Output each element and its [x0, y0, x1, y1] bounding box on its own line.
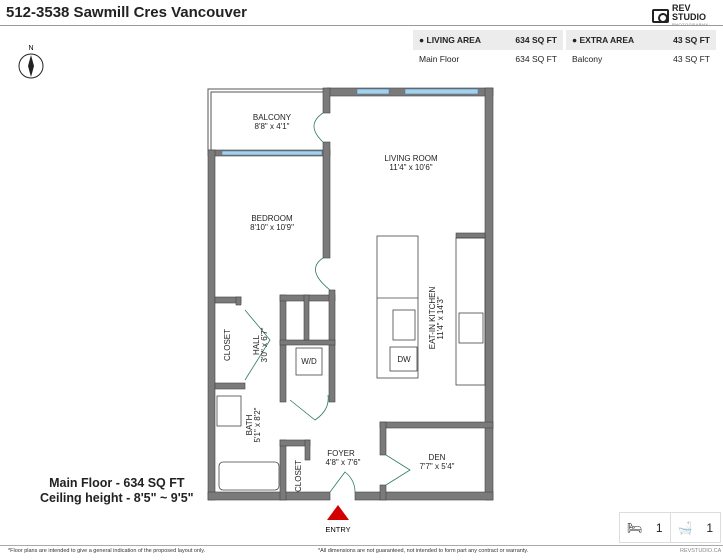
footer-disclaimer-left: *Floor plans are intended to give a gene…: [8, 548, 206, 554]
sink: [392, 309, 416, 341]
room-label-living: LIVING ROOM: [384, 154, 438, 163]
entry-label: ENTRY: [325, 525, 350, 534]
bath-sink: [216, 395, 242, 427]
bathtub-icon: 🛁: [677, 520, 693, 535]
washer-dryer-label: W/D: [301, 357, 317, 366]
bathroom-count: 1: [706, 520, 714, 535]
extra-area-heading: ● EXTRA AREA: [572, 35, 635, 45]
room-label-bedroom: BEDROOM: [251, 214, 293, 223]
room-dim-bedroom: 8'10" x 10'9": [250, 223, 294, 232]
kitchen-counter: [455, 237, 486, 386]
bathtub: [218, 461, 280, 491]
room-dim-foyer: 4'8" x 7'6": [326, 458, 361, 467]
room-counts: 🛏 1 🛁 1: [619, 512, 721, 543]
header-divider: [0, 25, 723, 26]
living-area-table: ● LIVING AREA 634 SQ FT Main Floor 634 SQ …: [413, 30, 563, 68]
ceiling-height: Ceiling height - 8'5" ~ 9'5": [40, 491, 194, 505]
footer-website: REVSTUDIO.CA: [680, 548, 722, 554]
washer-dryer: [295, 347, 323, 376]
room-dim-living: 11'4" x 10'6": [389, 163, 432, 172]
footer-divider: [0, 545, 723, 546]
room-label-foyer: FOYER: [327, 449, 355, 458]
room-dim-den: 7'7" x 5'4": [420, 462, 455, 471]
room-label-bath: BATH: [245, 414, 254, 435]
footer-disclaimer-center: *All dimensions are not guaranteed, not …: [318, 548, 529, 554]
entry-arrow-icon: [327, 505, 349, 520]
svg-text:N: N: [28, 45, 33, 52]
dishwasher-label: DW: [397, 355, 411, 364]
area-row-value: 43 SQ FT: [673, 54, 710, 64]
extra-area-table: ● EXTRA AREA 43 SQ FT Balcony 43 SQ FT: [566, 30, 716, 68]
bed-icon: 🛏: [626, 520, 643, 535]
logo-main: REV STUDIO: [671, 3, 706, 22]
floor-summary: Main Floor - 634 SQ FT Ceiling height - …: [40, 476, 194, 506]
walls: [207, 87, 494, 501]
room-label-balcony: BALCONY: [253, 113, 292, 122]
living-area-total: 634 SQ FT: [515, 35, 557, 45]
fixtures: [216, 235, 486, 491]
compass-icon: N: [18, 45, 44, 79]
room-dim-bath: 5'1" x 8'2": [253, 407, 262, 442]
stove-icon: [458, 312, 484, 344]
rev-studio-logo: REV STUDIOPHOTOGRAPHY: [652, 4, 723, 27]
camera-icon: [652, 8, 669, 23]
room-label-closet: CLOSET: [223, 329, 232, 361]
extra-area-total: 43 SQ FT: [673, 35, 710, 45]
floor-area-summary: Main Floor - 634 SQ FT: [49, 476, 185, 490]
room-label-hall: HALL: [252, 334, 261, 355]
room-dim-hall: 3'0" x 6'7": [260, 327, 269, 362]
room-label-closet-foyer: CLOSET: [294, 460, 303, 492]
listing-title: 512-3538 Sawmill Cres Vancouver: [6, 4, 247, 21]
floor-plan: N: [18, 45, 494, 534]
balcony-railing: [207, 88, 327, 150]
room-label-kitchen: EAT-IN KITCHEN: [428, 287, 437, 350]
area-row-value: 634 SQ FT: [515, 54, 557, 64]
dishwasher: [389, 346, 418, 372]
bedroom-count: 1: [655, 520, 663, 535]
kitchen-island: [376, 235, 419, 379]
area-row-name: Main Floor: [419, 54, 460, 64]
room-dim-balcony: 8'8" x 4'1": [255, 122, 290, 131]
room-dim-kitchen: 11'4" x 14'3": [436, 296, 445, 339]
living-area-heading: ● LIVING AREA: [419, 35, 481, 45]
door-swings: [244, 112, 411, 493]
logo-sub: PHOTOGRAPHY: [672, 22, 723, 27]
area-row-name: Balcony: [572, 54, 603, 64]
windows: [221, 88, 479, 156]
room-label-den: DEN: [429, 453, 446, 462]
